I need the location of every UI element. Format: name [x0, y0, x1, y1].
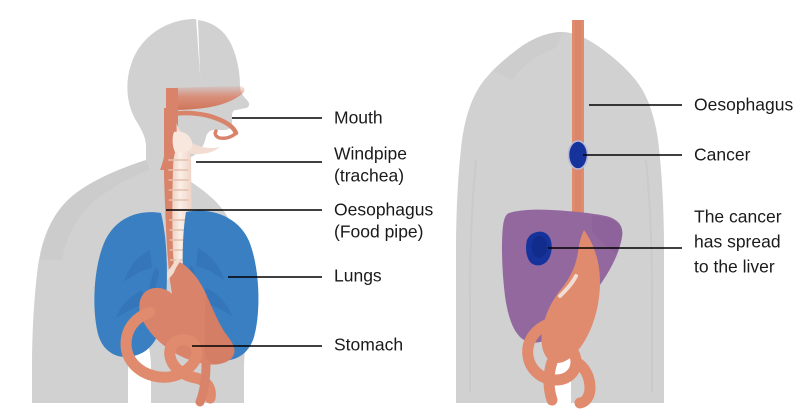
duodenum: [195, 359, 211, 407]
label-liver-spread-line3: to the liver: [694, 257, 775, 277]
oesophagus-core: [575, 20, 581, 230]
label-windpipe-line2: (trachea): [334, 166, 404, 186]
left-panel: [32, 19, 259, 407]
stomach-shading: [204, 294, 235, 365]
stomach-highlight: [558, 274, 578, 298]
left-arm-edge: [469, 159, 477, 392]
stomach-right: [541, 230, 600, 364]
shoulder-shading: [494, 32, 562, 80]
label-oesophagus-line1: Oesophagus: [334, 200, 433, 220]
lip-curl: [213, 129, 238, 140]
leader-lines: [166, 104, 682, 347]
label-mouth: Mouth: [334, 108, 383, 128]
nasal-cavity: [168, 86, 245, 110]
right-panel: [456, 20, 664, 409]
shoulder-shading: [40, 160, 150, 260]
right-arm-edge: [645, 159, 653, 392]
label-liver-spread-line1: The cancer: [694, 207, 782, 227]
liver-metastasis-core: [531, 235, 548, 258]
head-silhouette: [127, 19, 201, 168]
label-stomach: Stomach: [334, 335, 403, 355]
mouth-cavity: [169, 110, 239, 136]
label-oesophagus-line2: (Food pipe): [334, 222, 424, 242]
labels-right: Oesophagus Cancer The cancer has spread …: [694, 95, 793, 277]
label-liver-spread-line2: has spread: [694, 232, 781, 252]
intestine-right: [522, 318, 596, 409]
liver-lobe-shading: [592, 216, 623, 254]
labels-left: Mouth Windpipe (trachea) Oesophagus (Foo…: [334, 108, 433, 355]
label-cancer: Cancer: [694, 145, 751, 165]
label-oesophagus-right: Oesophagus: [694, 95, 793, 115]
label-lungs: Lungs: [334, 266, 382, 286]
label-windpipe-line1: Windpipe: [334, 144, 407, 164]
